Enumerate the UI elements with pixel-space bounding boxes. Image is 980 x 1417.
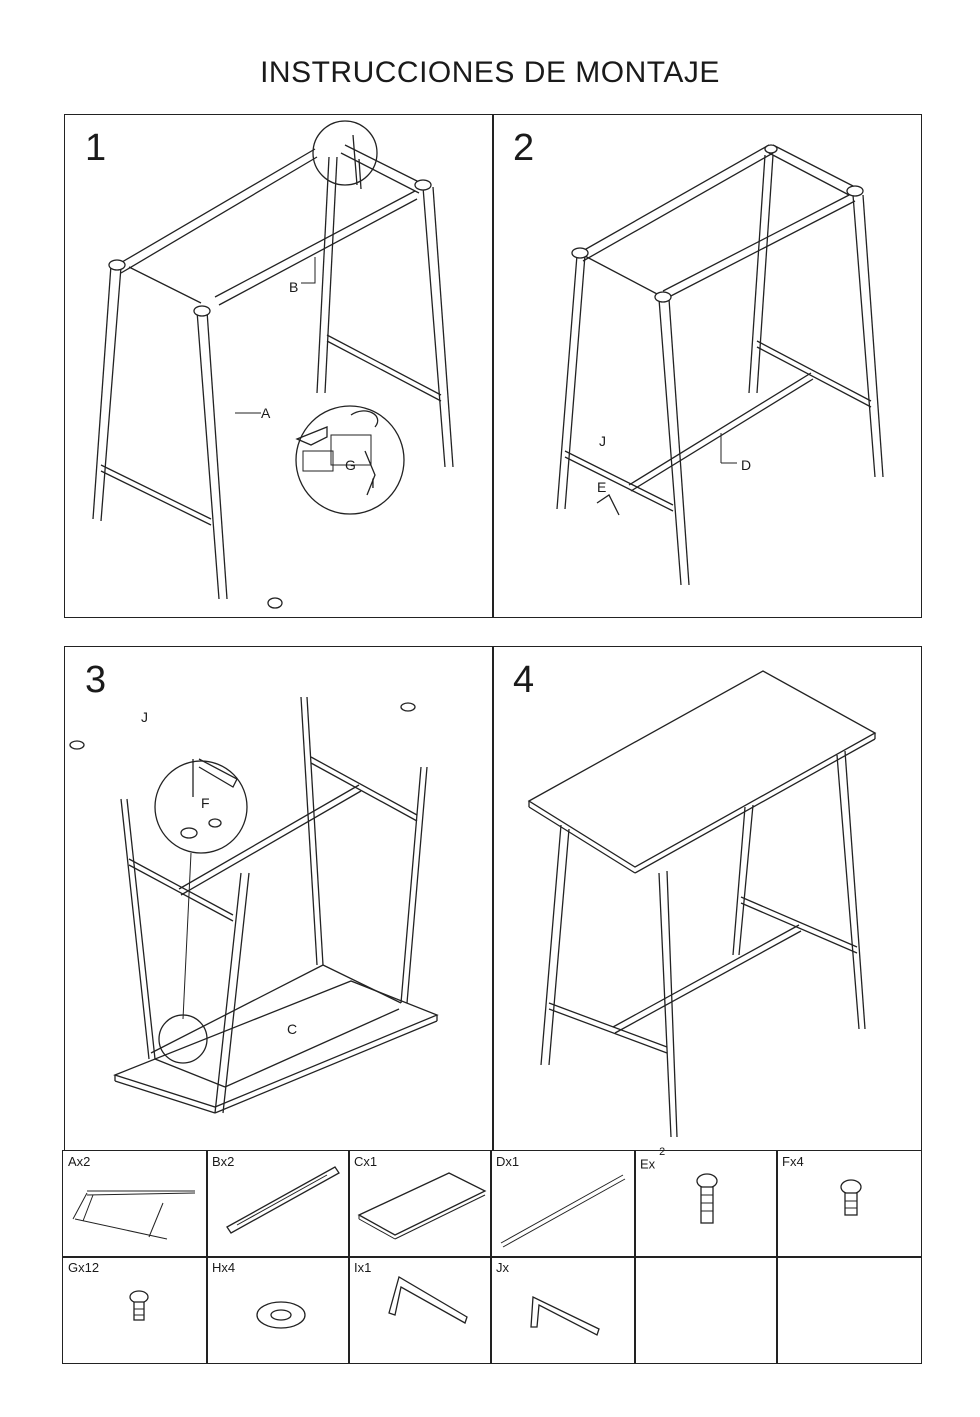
- step-2-panel: 2 J E D: [492, 114, 922, 618]
- part-label-c: C: [287, 1021, 298, 1037]
- part-cell-label: Cx1: [354, 1154, 378, 1169]
- part-label-j: J: [599, 433, 606, 449]
- step-3-drawing: [69, 696, 439, 1114]
- washer-icon: [256, 1301, 306, 1329]
- step-3-panel: 3: [64, 646, 494, 1151]
- table-top-icon: [357, 1172, 487, 1240]
- bolt-short-icon: [129, 1290, 149, 1321]
- part-label-superscript: 2: [659, 1146, 666, 1158]
- part-cell-c: Cx1: [348, 1150, 492, 1258]
- part-cell-g: Gx12: [62, 1256, 208, 1364]
- part-cell-a: Ax2: [62, 1150, 208, 1258]
- bolt-long-icon: [696, 1173, 718, 1224]
- part-cell-label: Ix1: [354, 1260, 372, 1275]
- part-cell-d: Dx1: [490, 1150, 636, 1258]
- step-number: 3: [85, 659, 107, 701]
- step-number: 2: [513, 127, 535, 169]
- part-cell-label: Gx12: [68, 1260, 100, 1275]
- step-1-panel: 1: [64, 114, 494, 618]
- page-title: INSTRUCCIONES DE MONTAJE: [260, 56, 720, 89]
- step-1-drawing: [92, 120, 454, 609]
- part-label-g: G: [345, 457, 356, 473]
- step-4-panel: 4: [492, 646, 922, 1151]
- part-label-f: F: [201, 795, 210, 811]
- part-cell-e: Ex2: [634, 1146, 778, 1258]
- part-label-a: A: [261, 405, 271, 421]
- part-cell-label: Hx4: [212, 1260, 236, 1275]
- leg-frame-icon: [72, 1190, 196, 1240]
- step-2-drawing: [556, 144, 884, 586]
- side-rail-icon: [226, 1166, 340, 1234]
- part-cell-label: Ex2: [640, 1146, 665, 1172]
- allen-key-small-icon: [530, 1295, 600, 1336]
- part-cell-label: Ax2: [68, 1154, 91, 1169]
- part-label-b: B: [289, 279, 299, 295]
- part-label-j: J: [141, 709, 148, 725]
- step-4-drawing: [527, 670, 877, 1138]
- step-number: 4: [513, 659, 535, 701]
- part-cell-empty: [634, 1256, 778, 1364]
- part-cell-j: Jx: [490, 1256, 636, 1364]
- part-cell-h: Hx4: [206, 1256, 350, 1364]
- part-cell-label: Dx1: [496, 1154, 520, 1169]
- part-label-text: Ex: [640, 1156, 656, 1172]
- part-cell-empty: [776, 1256, 922, 1364]
- part-cell-label: Fx4: [782, 1154, 804, 1169]
- part-label-d: D: [741, 457, 752, 473]
- step-number: 1: [85, 127, 107, 169]
- allen-key-large-icon: [388, 1276, 468, 1324]
- part-cell-label: Jx: [496, 1260, 509, 1275]
- crossbar-icon: [500, 1174, 626, 1248]
- part-cell-f: Fx4: [776, 1150, 922, 1258]
- part-cell-i: Ix1: [348, 1256, 492, 1364]
- part-label-e: E: [597, 479, 607, 495]
- bolt-medium-icon: [840, 1179, 862, 1216]
- part-cell-b: Bx2: [206, 1150, 350, 1258]
- part-label-i: I: [371, 475, 375, 491]
- part-cell-label: Bx2: [212, 1154, 235, 1169]
